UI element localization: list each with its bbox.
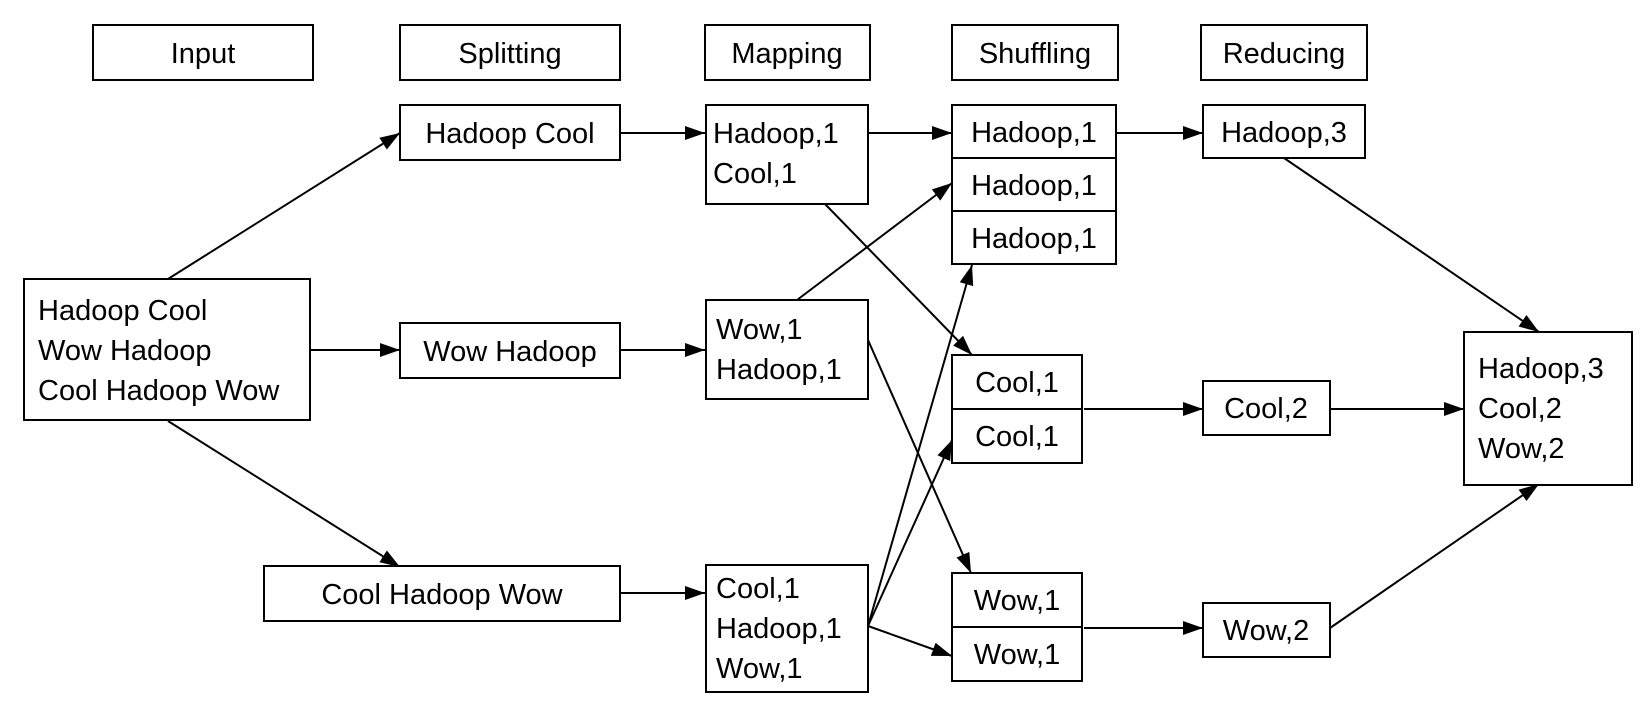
map-2-line-2: Hadoop,1 (716, 354, 842, 386)
header-reducing-label: Reducing (1223, 38, 1346, 70)
input-line-1: Hadoop Cool (38, 295, 207, 327)
map-3-line-1: Cool,1 (716, 573, 800, 605)
map-2-line-1: Wow,1 (716, 314, 803, 346)
header-shuffling: Shuffling (951, 24, 1119, 81)
edge-map-3-to-shuffle-wow (867, 625, 953, 657)
header-input: Input (92, 24, 314, 81)
split-3-label: Cool Hadoop Wow (321, 579, 563, 611)
reduce-wow-label: Wow,2 (1223, 615, 1310, 647)
reduce-hadoop: Hadoop,3 (1202, 104, 1366, 159)
edge-map-2-to-shuffle-wow (867, 339, 972, 574)
map-1: Hadoop,1 Cool,1 (705, 104, 869, 205)
result-line-3: Wow,2 (1478, 433, 1565, 465)
split-1-label: Hadoop Cool (425, 118, 594, 150)
result-line-2: Cool,2 (1478, 393, 1562, 425)
reduce-hadoop-label: Hadoop,3 (1221, 117, 1347, 149)
edge-input-to-split-1 (167, 132, 401, 280)
edge-map-1-to-shuffle-cool (824, 203, 973, 356)
header-mapping: Mapping (704, 24, 871, 81)
shuffle-cool-1: Cool,1 (975, 367, 1059, 399)
edge-map-3-to-shuffle-hadoop (867, 264, 974, 627)
reduce-cool-label: Cool,2 (1224, 393, 1308, 425)
shuffle-cool-2: Cool,1 (975, 421, 1059, 453)
result-line-1: Hadoop,3 (1478, 353, 1604, 385)
edge-input-to-split-3 (167, 420, 401, 568)
header-splitting: Splitting (399, 24, 621, 81)
input-box: Hadoop Cool Wow Hadoop Cool Hadoop Wow (23, 278, 311, 421)
shuffle-cool-group: Cool,1 Cool,1 (951, 354, 1083, 464)
map-3-line-3: Wow,1 (716, 653, 803, 685)
input-line-2: Wow Hadoop (38, 335, 212, 367)
header-shuffling-label: Shuffling (979, 38, 1091, 70)
split-3: Cool Hadoop Wow (263, 565, 621, 622)
header-mapping-label: Mapping (731, 38, 842, 70)
shuffle-hadoop-group: Hadoop,1 Hadoop,1 Hadoop,1 (951, 104, 1117, 265)
map-3-line-2: Hadoop,1 (716, 613, 842, 645)
shuffle-hadoop-1: Hadoop,1 (971, 117, 1097, 149)
edge-map-2-to-shuffle-hadoop (796, 182, 953, 301)
edges (167, 126, 1540, 657)
shuffle-hadoop-2: Hadoop,1 (971, 170, 1097, 202)
header-reducing: Reducing (1200, 24, 1368, 81)
edge-map-3-to-shuffle-cool (867, 439, 953, 627)
header-splitting-label: Splitting (458, 38, 561, 70)
shuffle-wow-2: Wow,1 (974, 639, 1061, 671)
map-1-line-2: Cool,1 (713, 158, 797, 190)
shuffle-wow-group: Wow,1 Wow,1 (951, 572, 1083, 682)
map-2: Wow,1 Hadoop,1 (705, 299, 869, 400)
split-2: Wow Hadoop (399, 322, 621, 379)
map-1-line-1: Hadoop,1 (713, 118, 839, 150)
shuffle-hadoop-3: Hadoop,1 (971, 223, 1097, 255)
header-input-label: Input (171, 38, 236, 70)
reduce-cool: Cool,2 (1202, 380, 1331, 436)
split-1: Hadoop Cool (399, 104, 621, 161)
edge-reduce-wow-to-result (1329, 483, 1540, 629)
result-box: Hadoop,3 Cool,2 Wow,2 (1463, 331, 1633, 486)
input-line-3: Cool Hadoop Wow (38, 375, 280, 407)
map-3: Cool,1 Hadoop,1 Wow,1 (705, 564, 869, 693)
edge-reduce-hadoop-to-result (1283, 157, 1540, 333)
reduce-wow: Wow,2 (1202, 602, 1331, 658)
shuffle-wow-1: Wow,1 (974, 585, 1061, 617)
split-2-label: Wow Hadoop (423, 336, 597, 368)
